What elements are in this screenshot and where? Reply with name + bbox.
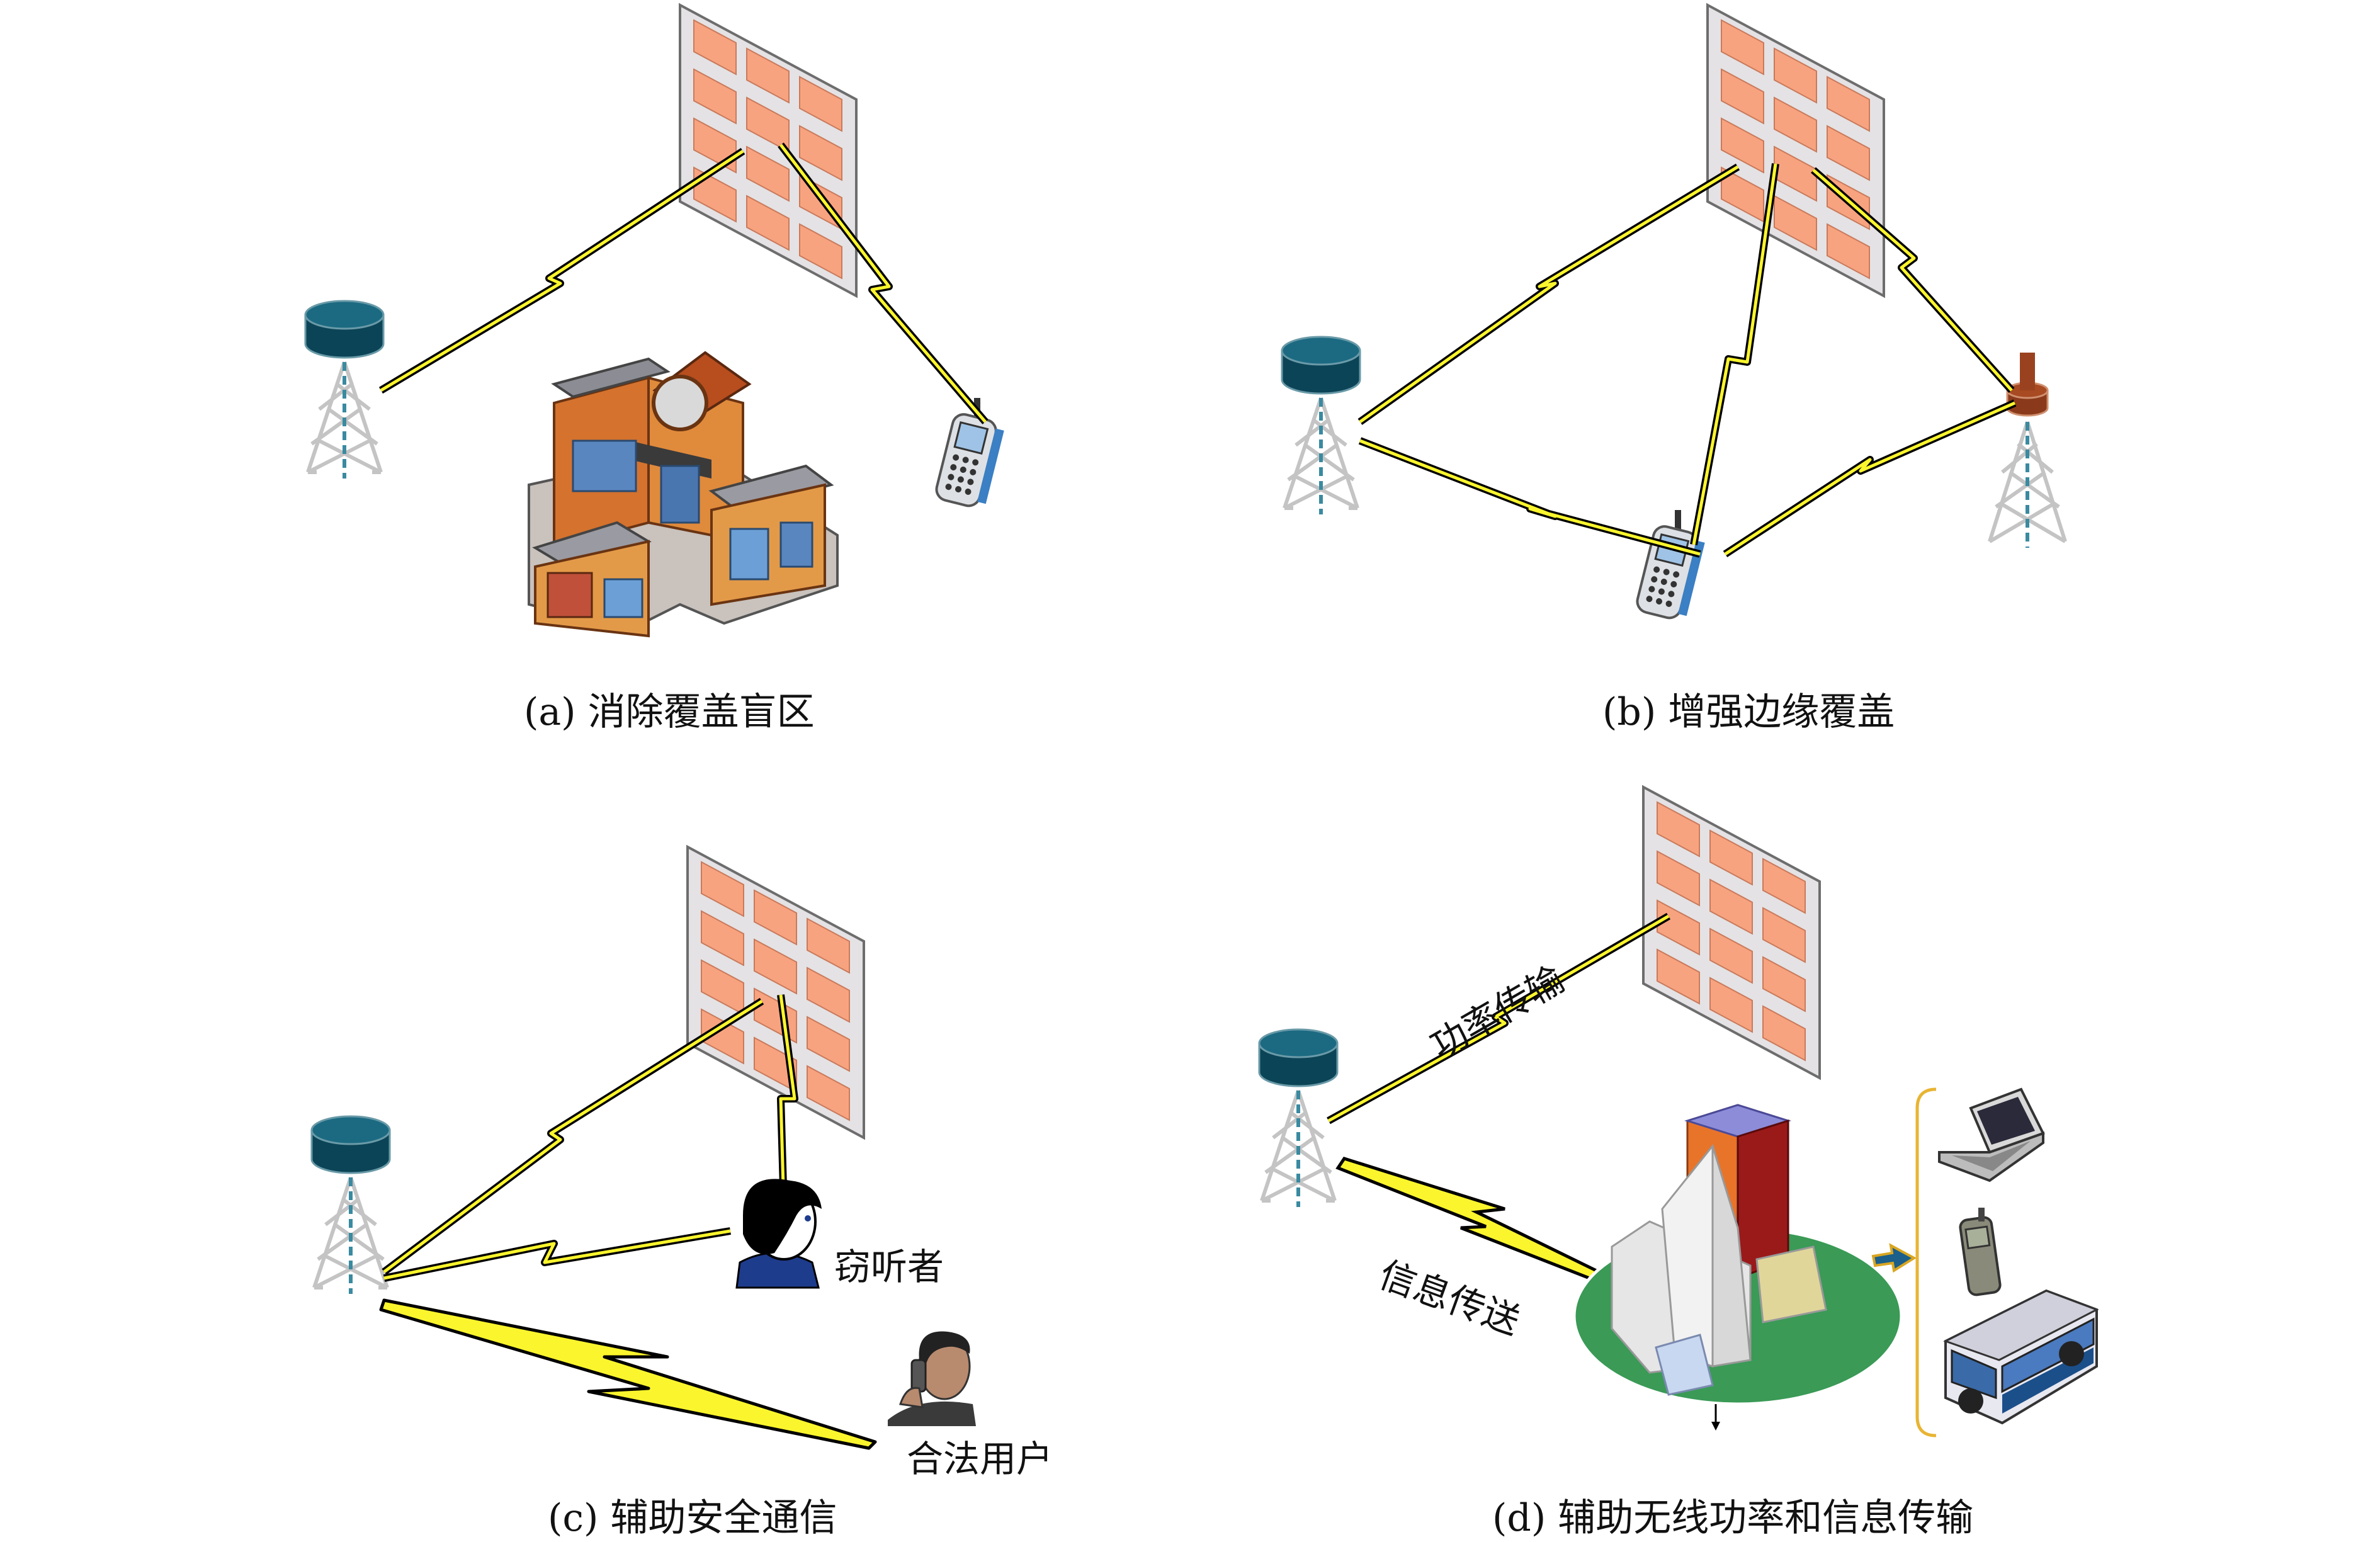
caption-c: (c) 辅助安全通信 [548, 1496, 837, 1540]
link-bolt [1358, 437, 1701, 558]
arrow-icon [1871, 1243, 1917, 1273]
building-icon [528, 351, 839, 638]
woman-icon [735, 1179, 822, 1289]
man-phone-icon [888, 1331, 976, 1426]
ris-panel-icon [686, 846, 865, 1139]
panel-a [305, 4, 1006, 638]
caption-d: (d) 辅助无线功率和信息传输 [1492, 1496, 1974, 1540]
mobile-phone-icon [1959, 1208, 2002, 1296]
link-bolt [379, 1298, 877, 1450]
base-station-icon [305, 301, 383, 479]
link-bolt [383, 1227, 732, 1282]
link-bolt [1335, 1157, 1615, 1286]
base-station-icon [312, 1116, 390, 1294]
ris-panel-icon [1706, 4, 1885, 297]
panel-b [1282, 4, 2067, 622]
legal-user-label: 合法用户 [907, 1437, 1053, 1480]
link-bolt [1723, 399, 2017, 558]
base-station-icon [1259, 1029, 1337, 1207]
laptop-icon [1938, 1087, 2045, 1182]
panel-d [1259, 786, 2099, 1437]
eavesdropper-label: 窃听者 [834, 1245, 944, 1288]
caption-a: (a) 消除覆盖盲区 [524, 690, 815, 734]
base-station-icon [1282, 337, 1360, 514]
bus-icon [1943, 1289, 2099, 1425]
bracket [1915, 1087, 1937, 1437]
ris-panel-icon [1642, 786, 1821, 1079]
link-bolt [1357, 163, 1740, 425]
panel-c [312, 846, 976, 1450]
caption-b: (b) 增强边缘覆盖 [1602, 690, 1895, 734]
ris-panel-icon [679, 4, 858, 297]
city-island-icon [1572, 1104, 1903, 1431]
phone-icon [932, 397, 1006, 510]
